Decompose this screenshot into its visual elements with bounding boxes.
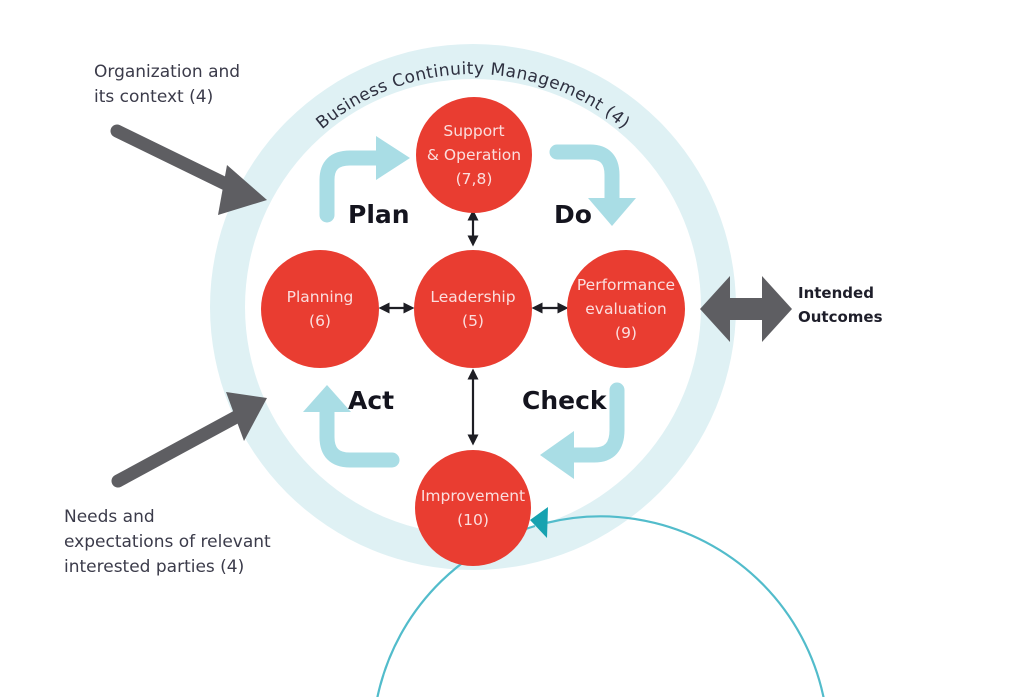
check-arrow-icon — [540, 382, 625, 479]
node-performance-evaluation: Performance evaluation (9) — [567, 250, 685, 368]
phase-label-check: Check — [522, 386, 607, 415]
output-label-intended-outcomes: Intended Outcomes — [798, 281, 883, 329]
plan-arrow-icon — [319, 136, 410, 223]
input-label-interested-parties: Needs and expectations of relevant inter… — [64, 505, 271, 580]
arrow-right-down-icon — [110, 124, 267, 215]
node-label: Support — [443, 122, 505, 140]
node-label: (6) — [309, 312, 331, 330]
act-arrow-icon — [303, 385, 400, 468]
output-label-line: Intended — [798, 284, 874, 302]
node-label: Improvement — [420, 487, 526, 505]
input-label-organization-context: Organization and its context (4) — [94, 60, 240, 110]
node-label: evaluation — [585, 300, 667, 318]
input-label-line: Organization and — [94, 62, 241, 82]
node-label: & Operation — [426, 146, 522, 164]
node-label: (7,8) — [455, 170, 493, 188]
node-label: Planning — [286, 288, 354, 306]
input-label-line: Needs and — [64, 507, 155, 527]
node-label: (5) — [462, 312, 484, 330]
arrow-right-up-icon — [111, 392, 267, 488]
input-label-line: expectations of relevant — [64, 532, 271, 552]
node-support-operation: Support & Operation (7,8) — [416, 97, 532, 213]
input-label-line: interested parties (4) — [64, 557, 245, 577]
node-label: Performance — [576, 276, 676, 294]
do-arrow-icon — [549, 144, 636, 226]
node-label: Leadership — [430, 288, 516, 306]
node-label: (10) — [457, 511, 489, 529]
ring-cycle-line — [376, 515, 825, 697]
node-planning: Planning (6) — [261, 250, 379, 368]
double-arrow-horizontal-icon — [700, 276, 792, 342]
phase-label-do: Do — [554, 200, 592, 229]
node-label: (9) — [615, 324, 637, 342]
cycle-end-marker-icon — [530, 507, 548, 538]
node-improvement: Improvement (10) — [415, 450, 531, 566]
phase-label-plan: Plan — [348, 200, 410, 229]
node-leadership: Leadership (5) — [414, 250, 532, 368]
phase-label-act: Act — [348, 386, 395, 415]
input-label-line: its context (4) — [94, 87, 214, 107]
output-label-line: Outcomes — [798, 308, 883, 326]
